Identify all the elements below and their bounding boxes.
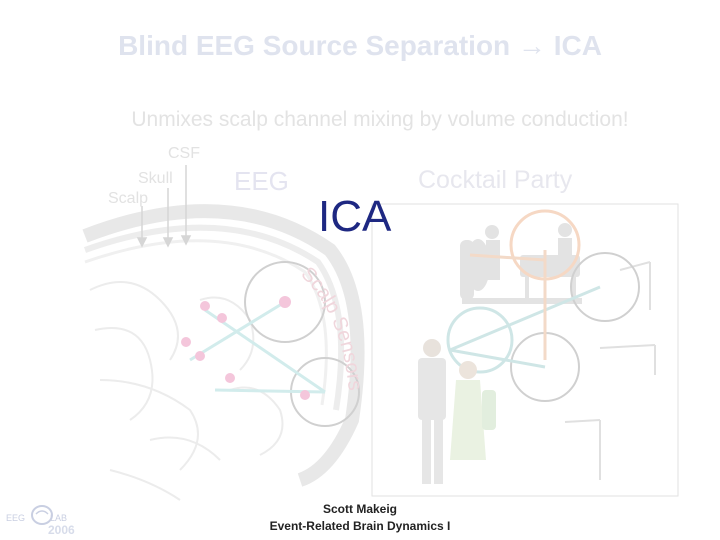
eeglab-logo-icon — [31, 505, 53, 525]
microphones — [564, 261, 656, 480]
csf-label: CSF — [168, 145, 200, 162]
scalp-layer — [82, 204, 365, 487]
eeg-label: EEG — [234, 166, 289, 196]
logo-year: 2006 — [48, 523, 75, 537]
csf-layer — [84, 239, 328, 406]
slide-title: Blind EEG Source Separation → ICA — [118, 30, 602, 61]
scalp-label: Scalp — [108, 190, 149, 207]
cocktail-party-frame — [371, 203, 679, 497]
brain-folds — [89, 281, 284, 501]
couple-figure — [418, 339, 496, 484]
logo-eeg-text: EEG — [6, 513, 26, 523]
cocktail-party-label: Cocktail Party — [418, 166, 573, 194]
brain-source-circle — [244, 261, 326, 343]
skull-layer — [83, 224, 345, 411]
party-source-circle — [570, 252, 640, 322]
slide-subtitle: Unmixes scalp channel mixing by volume c… — [131, 108, 629, 131]
party-mixing-lines — [449, 285, 601, 369]
footer-author: Scott Makeig — [322, 502, 397, 516]
logo-lab-text: LAB — [50, 513, 68, 523]
party-peach-lines — [469, 250, 547, 360]
skull-label: Skull — [138, 170, 173, 187]
party-source-circle — [446, 306, 514, 374]
footer-course: Event-Related Brain Dynamics I — [269, 519, 451, 533]
layer-pointers — [136, 165, 192, 248]
sensor-dots — [181, 296, 310, 400]
mixing-lines — [189, 300, 326, 394]
ica-label: ICA — [318, 192, 392, 241]
